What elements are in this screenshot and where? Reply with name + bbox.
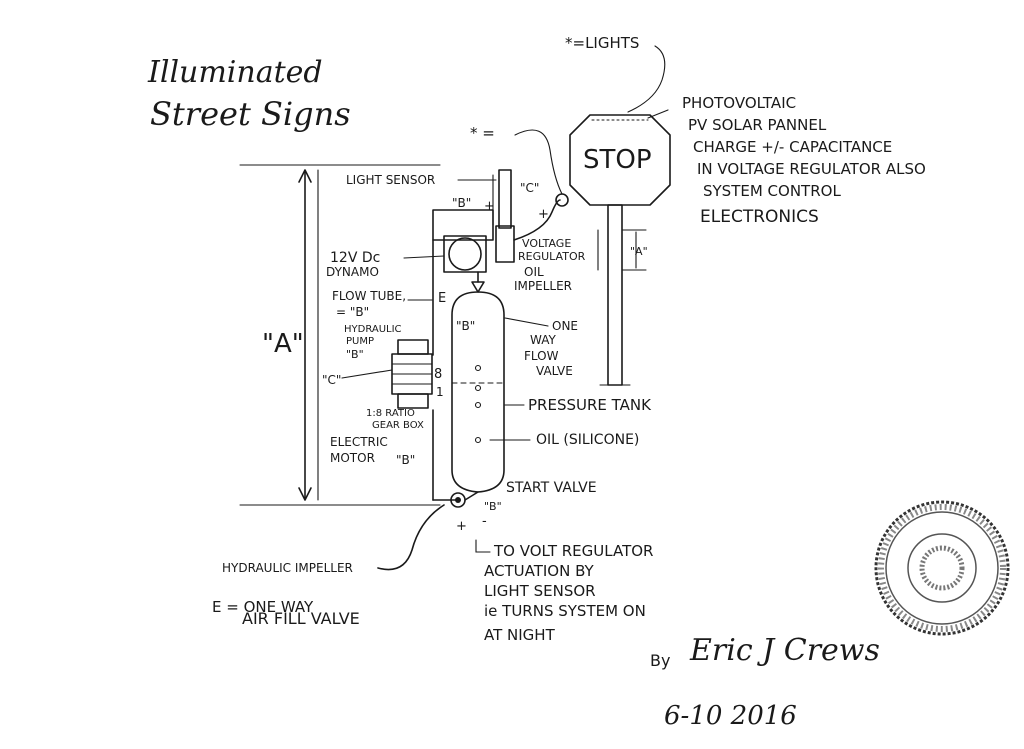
solar-leader	[647, 109, 669, 119]
pressure-tank-label: PRESSURE TANK	[528, 396, 652, 414]
hydraulic-pump-label: PUMP	[346, 336, 374, 347]
oil-impeller-label: IMPELLER	[514, 279, 572, 293]
solar-note-line: SYSTEM CONTROL	[703, 182, 841, 200]
title-line1: Illuminated	[147, 55, 323, 90]
lights-leader	[627, 45, 666, 113]
flow-tube-label: = "B"	[336, 305, 369, 319]
light-sensor-label: LIGHT SENSOR	[346, 173, 435, 187]
c-marker: "C"	[322, 373, 341, 387]
lights-marker: *=LIGHTS	[565, 34, 639, 52]
signature-date: 6-10 2016	[664, 701, 797, 731]
stop-sign	[569, 114, 671, 386]
pressure-tank	[451, 291, 505, 493]
star-marker: * =	[470, 124, 495, 142]
regulator-note-line: TO VOLT REGULATOR	[493, 542, 653, 560]
light-sensor	[492, 169, 512, 229]
sensor-light-icon	[555, 193, 569, 207]
signature-name: Eric J Crews	[689, 633, 880, 668]
voltage-regulator-label: REGULATOR	[518, 250, 586, 263]
one-marker: 1	[436, 385, 444, 399]
b-marker: "B"	[452, 196, 471, 210]
legend-e-line2: AIR FILL VALVE	[242, 609, 360, 628]
solar-note-line: IN VOLTAGE REGULATOR ALSO	[697, 160, 926, 178]
b-marker: "B"	[456, 319, 475, 333]
eight-marker: 8	[434, 367, 442, 382]
hydraulic-pump-label: HYDRAULIC	[344, 324, 402, 335]
regulator-note-line: LIGHT SENSOR	[484, 582, 596, 600]
b-marker: "B"	[346, 348, 364, 361]
regulator-note-leader	[475, 539, 491, 553]
solar-note-line: CHARGE +/- CAPACITANCE	[693, 138, 892, 156]
dynamo	[443, 235, 487, 273]
one-way-valve-label: VALVE	[536, 364, 573, 378]
regulator-note: TO VOLT REGULATOR ACTUATION BY LIGHT SEN…	[484, 542, 653, 644]
dynamo-label: DYNAMO	[326, 265, 379, 279]
corporate-seal	[874, 500, 1010, 636]
gear-box-label: 1:8 RATIO	[366, 408, 415, 419]
solar-note-line: ELECTRONICS	[700, 207, 819, 227]
pole-dimension: "A"	[630, 245, 648, 258]
hydraulic-pump	[391, 339, 433, 409]
voltage-regulator	[495, 225, 515, 263]
voltage-regulator-label: VOLTAGE	[522, 237, 571, 250]
flow-tube	[432, 209, 494, 501]
flow-tube-label: FLOW TUBE,	[332, 289, 406, 303]
oil-label: OIL (SILICONE)	[536, 432, 639, 448]
impeller-wire	[377, 504, 445, 571]
electric-motor-label: ELECTRIC	[330, 435, 388, 449]
legend-e-line1: E = ONE WAY	[212, 598, 314, 616]
regulator-note-line: ACTUATION BY	[484, 562, 595, 580]
regulator-note-line: AT NIGHT	[484, 626, 556, 644]
one-way-valve-label: FLOW	[524, 349, 559, 363]
one-way-valve-label: ONE	[552, 319, 578, 333]
c-marker: "C"	[520, 181, 539, 195]
hydraulic-impeller-label: HYDRAULIC IMPELLER	[222, 561, 353, 575]
one-way-valve-label: WAY	[530, 333, 556, 347]
oil-impeller-label: OIL	[524, 265, 544, 279]
star-leader-line	[514, 129, 563, 195]
regulator-note-line: ie TURNS SYSTEM ON	[484, 602, 646, 620]
dynamo-label: 12V Dc	[330, 250, 380, 266]
minus-marker: -	[482, 514, 487, 529]
b-marker: "B"	[396, 453, 415, 467]
dimension-a-label: "A"	[262, 329, 304, 359]
b-marker: "B"	[484, 500, 502, 513]
electric-motor-label: MOTOR	[330, 451, 375, 465]
plus-marker: +	[456, 519, 467, 534]
signature-by: By	[650, 651, 670, 670]
plus-marker: +	[484, 199, 495, 214]
start-valve-label: START VALVE	[506, 480, 597, 496]
dimension-a-bracket	[239, 164, 441, 506]
oil-impeller	[471, 281, 485, 293]
solar-note-line: PHOTOVOLTAIC	[682, 94, 796, 112]
solar-note-line: PV SOLAR PANNEL	[688, 116, 827, 134]
sensor-wire	[513, 199, 561, 241]
title-line2: Street Signs	[150, 95, 351, 133]
e-marker: E	[438, 291, 446, 306]
plus-marker: +	[538, 207, 549, 222]
gear-box-label: GEAR BOX	[372, 420, 424, 431]
stop-sign-text: STOP	[583, 145, 652, 175]
solar-note: PHOTOVOLTAIC PV SOLAR PANNEL CHARGE +/- …	[682, 94, 926, 227]
start-valve	[450, 491, 479, 508]
